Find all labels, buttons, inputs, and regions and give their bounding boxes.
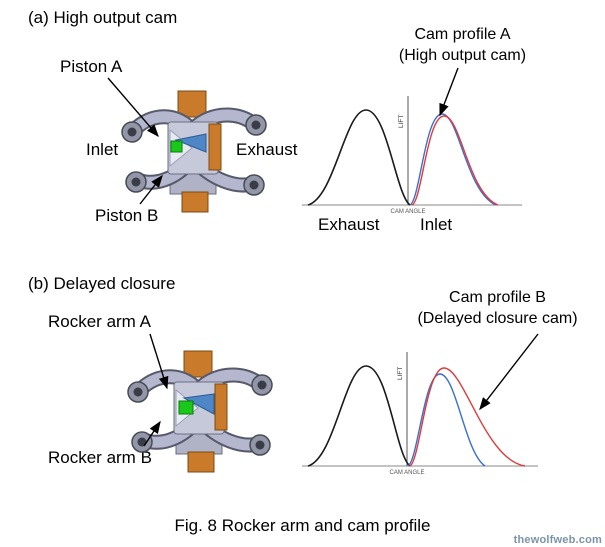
side-cam-bar — [214, 383, 228, 431]
exhaust-curve — [307, 365, 411, 467]
cam-profile-b-callout: Cam profile B (Delayed closure cam) — [400, 287, 595, 329]
piston-b-label: Piston B — [95, 206, 159, 225]
cam-angle-axis-label: CAM ANGLE — [389, 470, 424, 476]
inlet-curve-blue — [407, 373, 486, 467]
cam-profile-a-callout-line2: (High output cam) — [398, 47, 527, 64]
cam-profile-a-callout-line1: Cam profile A — [414, 26, 511, 43]
panel-b-title: (b) Delayed closure — [28, 274, 176, 293]
panel-a-title: (a) High output cam — [28, 8, 178, 27]
lift-axis-label: LIFT — [397, 367, 404, 380]
rocker-assembly-b-illustration — [127, 350, 273, 473]
rocker-arm-b-label: Rocker arm B — [48, 448, 152, 467]
inlet-curve-red-delayed — [409, 367, 526, 467]
pivot-bosses — [127, 374, 273, 456]
green-contact-marker — [178, 400, 194, 415]
piston-a-label: Piston A — [60, 57, 123, 76]
rocker-assembly-a-illustration — [121, 90, 267, 213]
lift-axis-label: LIFT — [398, 115, 405, 128]
bottom-cam-block — [181, 191, 209, 213]
rocker-arm-a-label: Rocker arm A — [48, 312, 151, 331]
exhaust-curve — [307, 109, 411, 206]
top-cam-block — [183, 350, 213, 378]
inlet-label: Inlet — [86, 140, 119, 159]
chart-a-inlet-axis-label: Inlet — [420, 215, 453, 234]
bottom-cam-block — [187, 451, 215, 473]
cam-profile-chart-b: LIFT CAM ANGLE — [302, 352, 538, 476]
cam-profile-b-callout-line1: Cam profile B — [449, 289, 546, 306]
exhaust-label: Exhaust — [236, 140, 298, 159]
chart-a-exhaust-axis-label: Exhaust — [318, 215, 380, 234]
cam-profile-a-callout: Cam profile A (High output cam) — [370, 24, 555, 66]
cam-profile-chart-a: LIFT CAM ANGLE — [302, 96, 522, 215]
watermark: thewolfweb.com — [513, 534, 602, 546]
side-cam-bar — [208, 123, 222, 171]
blue-wedge — [182, 393, 215, 415]
blue-wedge — [174, 133, 207, 153]
figure-caption: Fig. 8 Rocker arm and cam profile — [174, 516, 431, 535]
top-cam-block — [177, 90, 207, 118]
green-contact-marker — [170, 140, 183, 153]
cam-profile-b-callout-line2: (Delayed closure cam) — [417, 310, 578, 327]
cam-angle-axis-label: CAM ANGLE — [390, 209, 425, 215]
